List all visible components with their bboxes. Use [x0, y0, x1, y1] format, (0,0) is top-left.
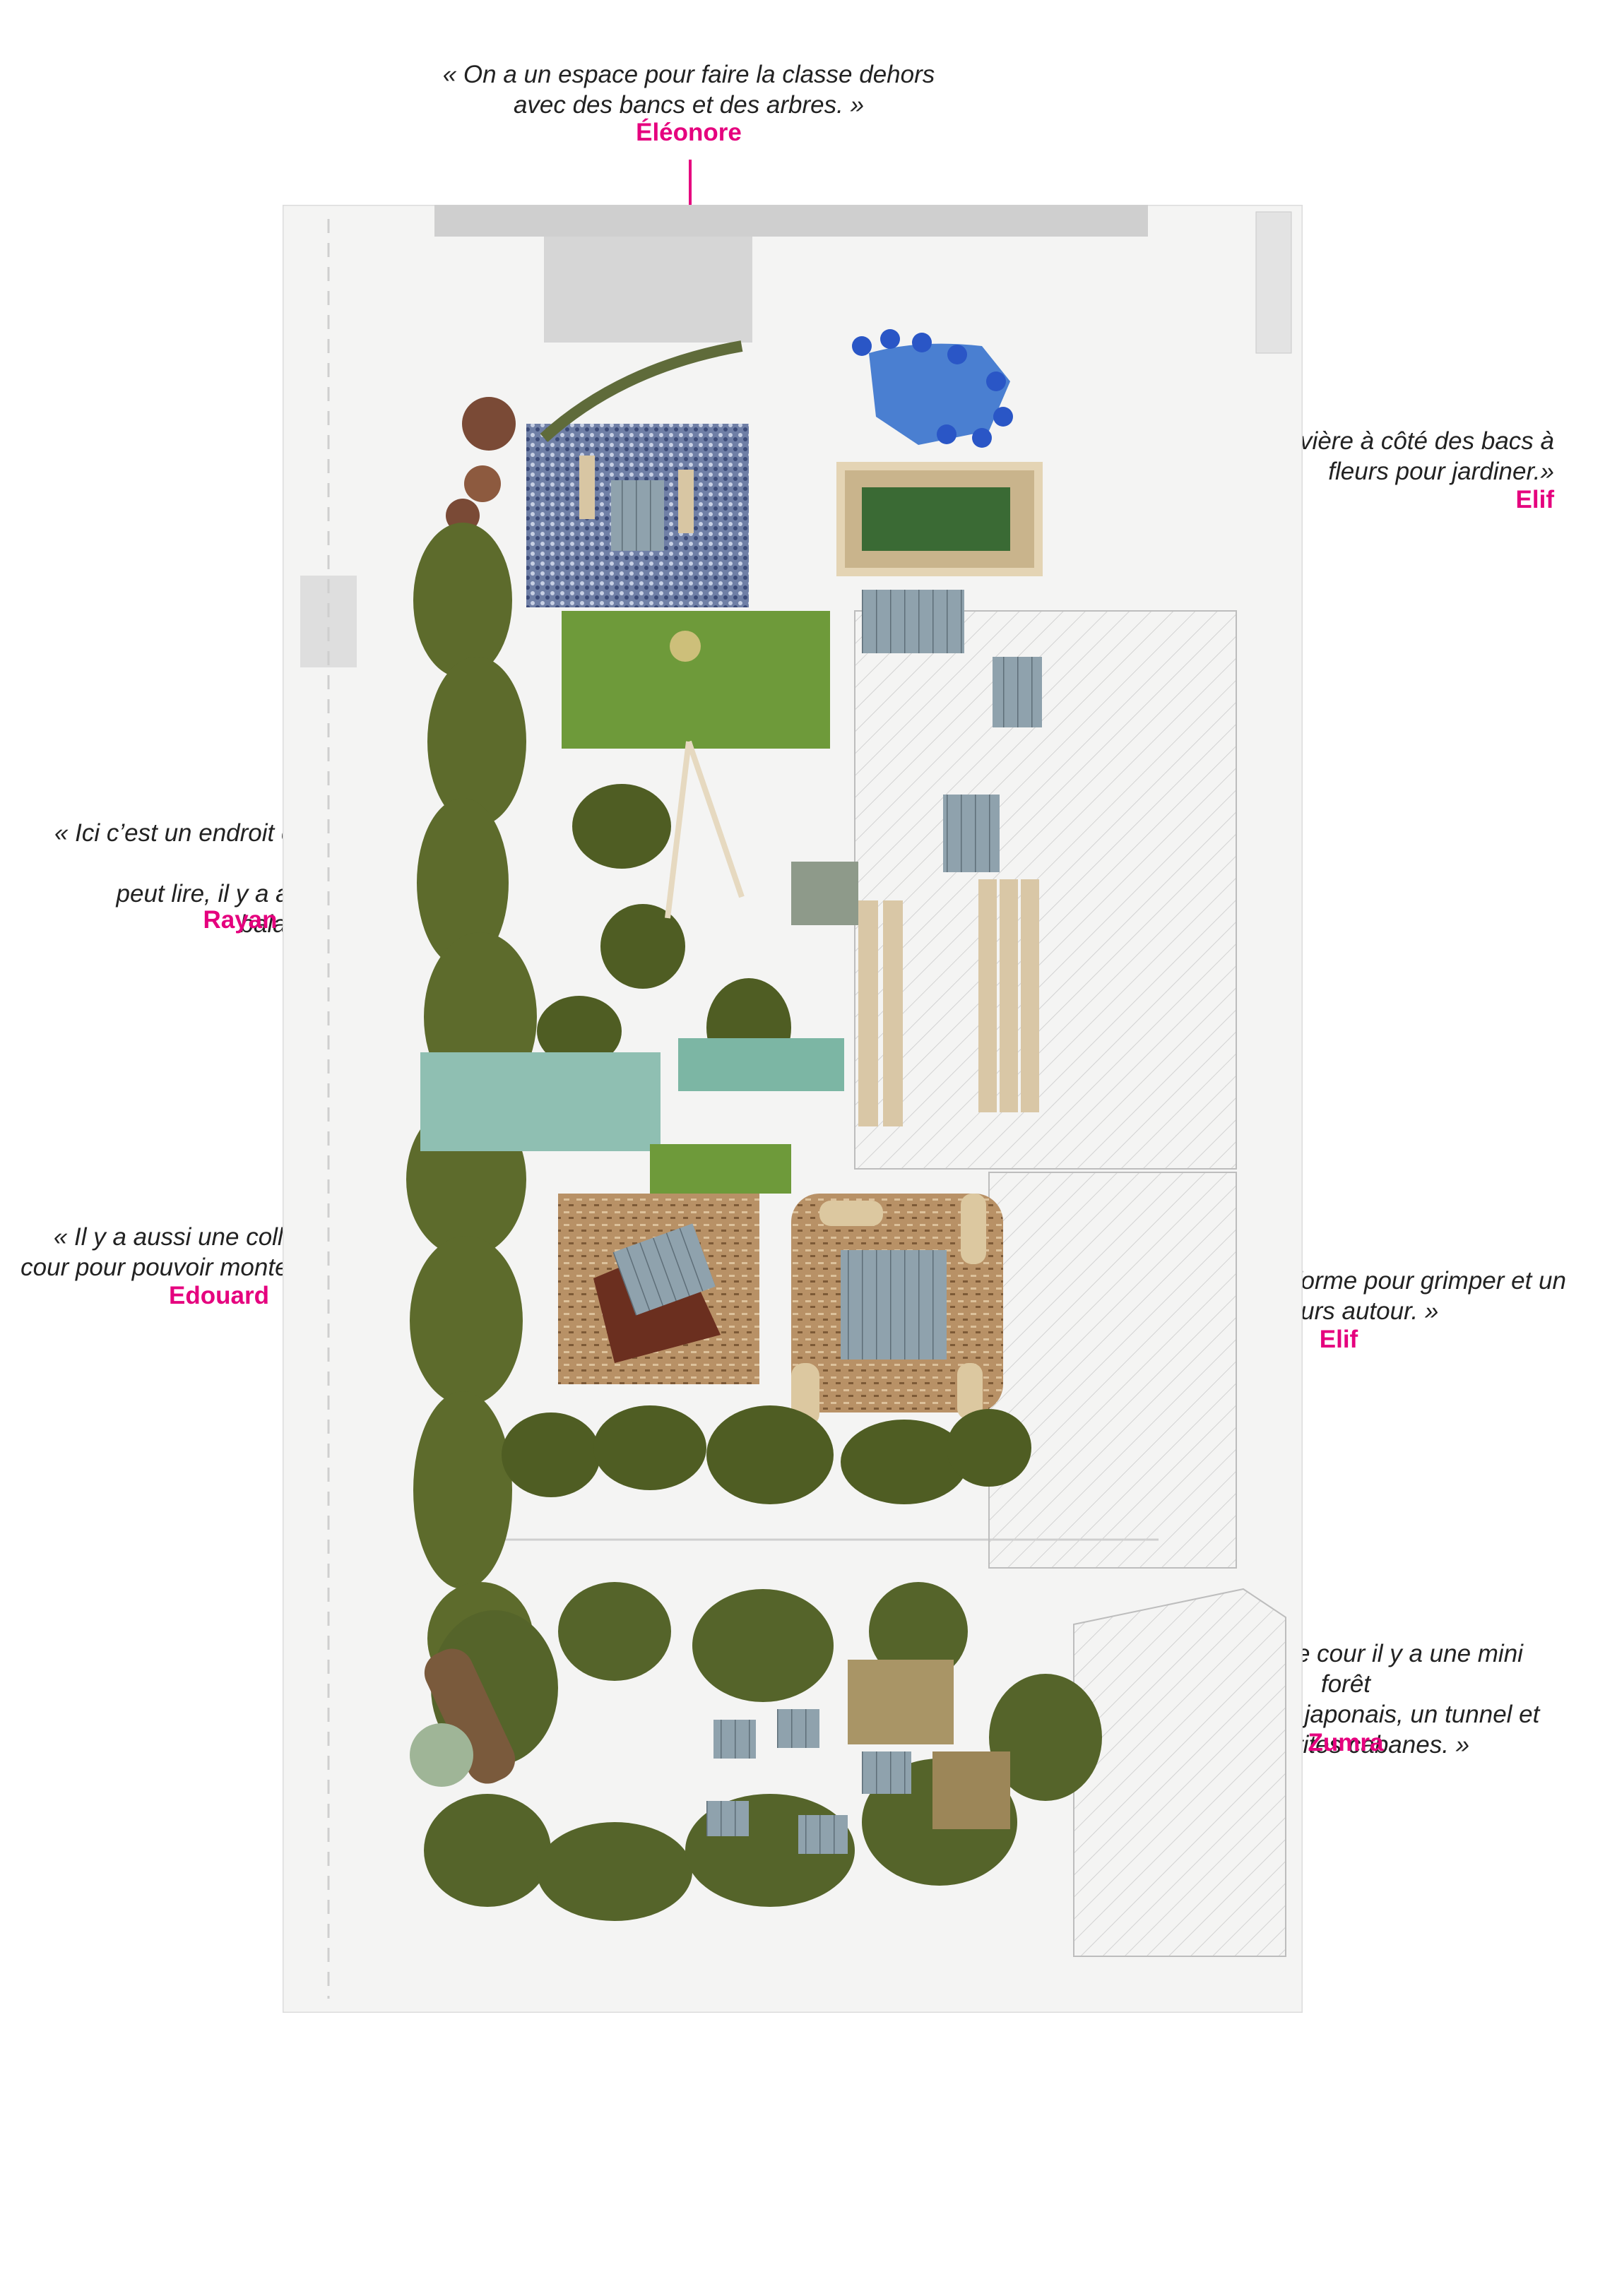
author-name: Zumra: [1308, 1729, 1384, 1756]
wood-planks: [858, 879, 1039, 1126]
hill-platform: [612, 1223, 716, 1316]
schoolyard-model-photo: [283, 205, 1303, 2013]
grass-lawn: [562, 611, 830, 749]
hatched-area: [988, 1172, 1237, 1569]
moss-row: [502, 1405, 1031, 1504]
hatched-area: [854, 610, 1237, 1170]
cabbage: [410, 1723, 473, 1787]
bench: [579, 456, 595, 519]
author-name: Rayan: [203, 906, 278, 934]
author-name: Elif: [1515, 486, 1554, 513]
quote-text: « On a un espace pour faire la classe de…: [396, 59, 982, 120]
side-block: [1255, 211, 1292, 354]
tree-stump: [462, 397, 516, 451]
mini-forest: [424, 1582, 1102, 1921]
planter-plants: [862, 487, 1010, 551]
tree-stump: [464, 465, 501, 502]
quote-line: fleurs pour jardiner.»: [1328, 458, 1554, 485]
bench: [993, 657, 1042, 727]
palm-leaf: [540, 340, 743, 442]
bench: [678, 470, 694, 533]
quote-line: « On a un espace pour faire la classe de…: [442, 61, 935, 88]
cabin: [848, 1660, 954, 1744]
blue-dots: [852, 329, 1013, 448]
bench: [611, 480, 664, 551]
sculpture: [670, 631, 701, 662]
hatched-area: [1073, 1588, 1286, 1957]
swing: [665, 740, 745, 919]
quote-line: avec des bancs et des arbres. »: [513, 91, 865, 119]
author-name: Edouard: [169, 1282, 269, 1309]
cabin: [932, 1751, 1010, 1829]
author-name: Éléonore: [636, 119, 742, 146]
author-name: Elif: [1319, 1326, 1358, 1353]
building-block: [544, 237, 752, 343]
bench: [943, 795, 1000, 872]
stream: [420, 1052, 661, 1151]
climbing-platform: [841, 1250, 947, 1360]
stream: [678, 1038, 844, 1091]
grass-strip: [650, 1144, 791, 1194]
bench: [791, 862, 858, 925]
log-course: [791, 1194, 986, 1427]
log: [424, 1648, 516, 1784]
building-strip: [434, 205, 1148, 237]
bench: [862, 590, 964, 653]
blue-river: [869, 343, 1010, 445]
